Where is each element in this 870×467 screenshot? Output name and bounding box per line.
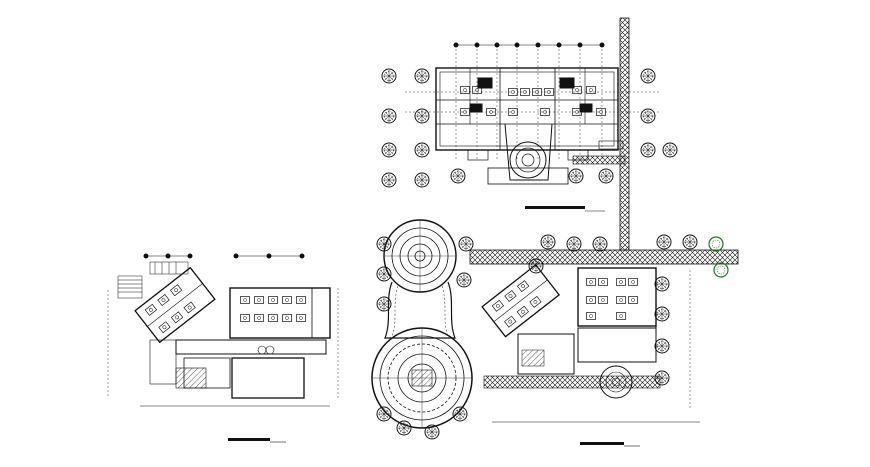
upper-walkway [572, 155, 626, 165]
upper-floor-plan [405, 42, 660, 212]
lower-rotunda [371, 327, 473, 429]
left-floor-plan [107, 253, 339, 443]
small-rotunda [599, 365, 633, 399]
site-plan [371, 219, 700, 447]
left-main-hall [229, 287, 331, 339]
upper-building-outline [435, 67, 619, 151]
site-building-furniture [586, 278, 638, 320]
left-scale-bar [228, 438, 270, 441]
green-accent-trees [708, 236, 729, 278]
horizontal-road [469, 249, 739, 265]
left-diagonal-wing [134, 266, 216, 344]
vertical-corridor [619, 17, 630, 251]
left-hall-furniture [240, 296, 306, 322]
upper-scale-bar [525, 206, 585, 209]
upper-rotunda [383, 219, 457, 293]
upper-trees [381, 68, 678, 188]
site-scale-bar [580, 442, 624, 445]
